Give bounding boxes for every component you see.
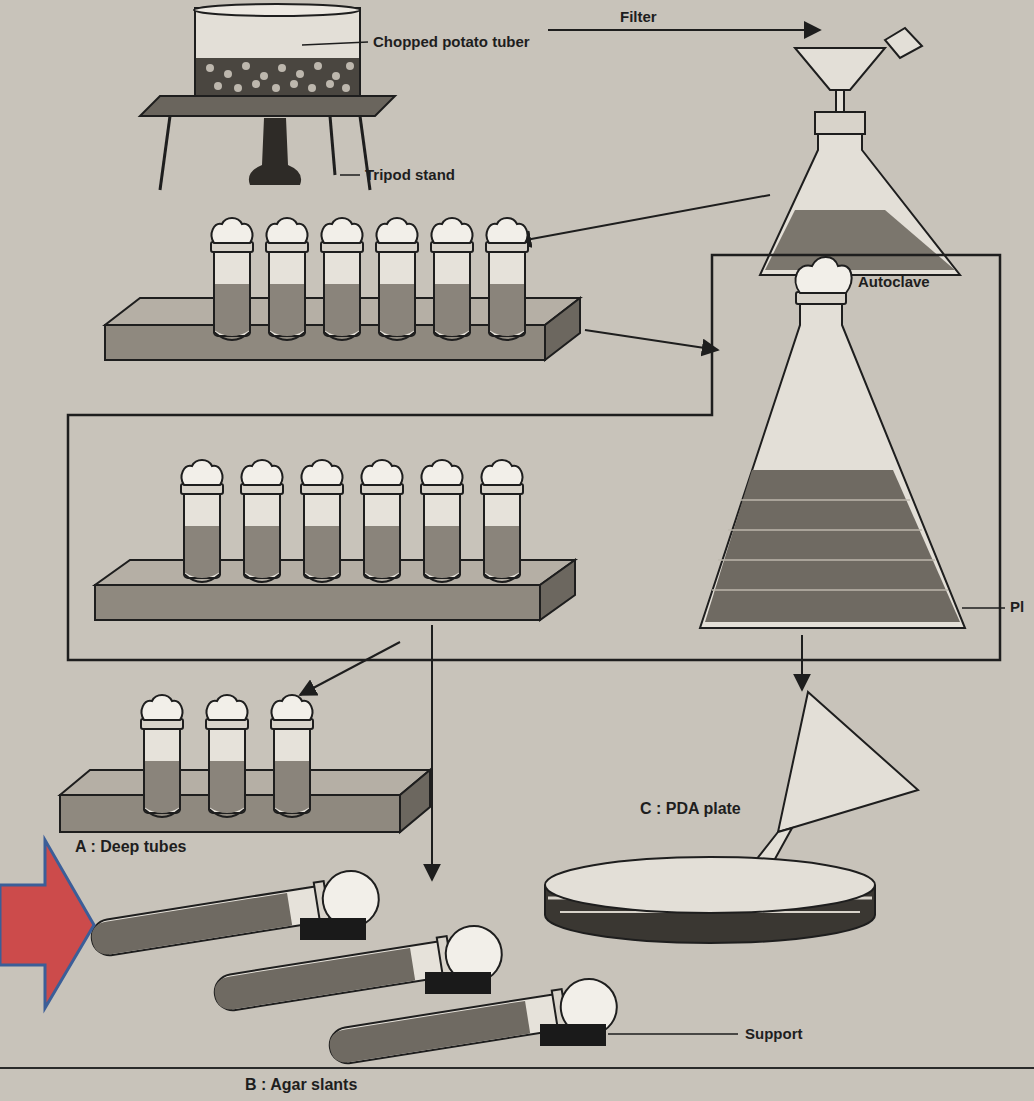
frame-outline: [68, 255, 1000, 660]
part-label: Support: [745, 1025, 803, 1042]
step-label: Filter: [620, 8, 657, 25]
part-label: Autoclave: [858, 273, 930, 290]
figure-caption: B : Agar slants: [245, 1076, 357, 1094]
part-label: Pl: [1010, 598, 1024, 615]
part-label: Tripod stand: [365, 166, 455, 183]
figure-caption: A : Deep tubes: [75, 838, 186, 856]
part-label: Chopped potato tuber: [373, 33, 530, 50]
figure-caption: C : PDA plate: [640, 800, 741, 818]
process-frame: AutoclavePl: [68, 255, 1000, 660]
